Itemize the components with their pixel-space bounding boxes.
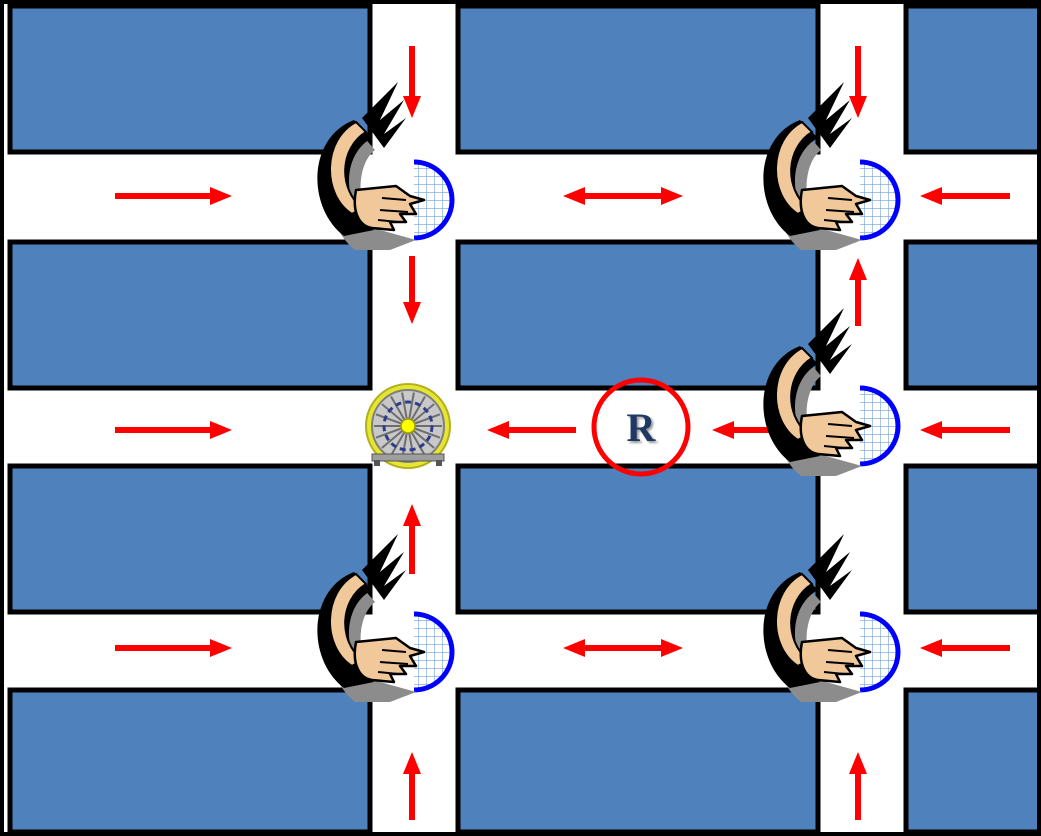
pillar-block	[458, 242, 818, 388]
pillar-block	[906, 466, 1041, 612]
pillar-block	[458, 6, 818, 152]
pillar-block	[10, 690, 370, 832]
pillar-block	[10, 242, 370, 388]
pillar-block	[10, 466, 370, 612]
regulator-label: R	[627, 405, 657, 450]
pillar-block	[906, 6, 1041, 152]
pillar-block	[458, 466, 818, 612]
pillar-block	[906, 690, 1041, 832]
pillar-block	[906, 242, 1041, 388]
exhaust-fan-icon	[366, 384, 450, 468]
pillar-block	[10, 6, 370, 152]
pillar-block	[458, 690, 818, 832]
